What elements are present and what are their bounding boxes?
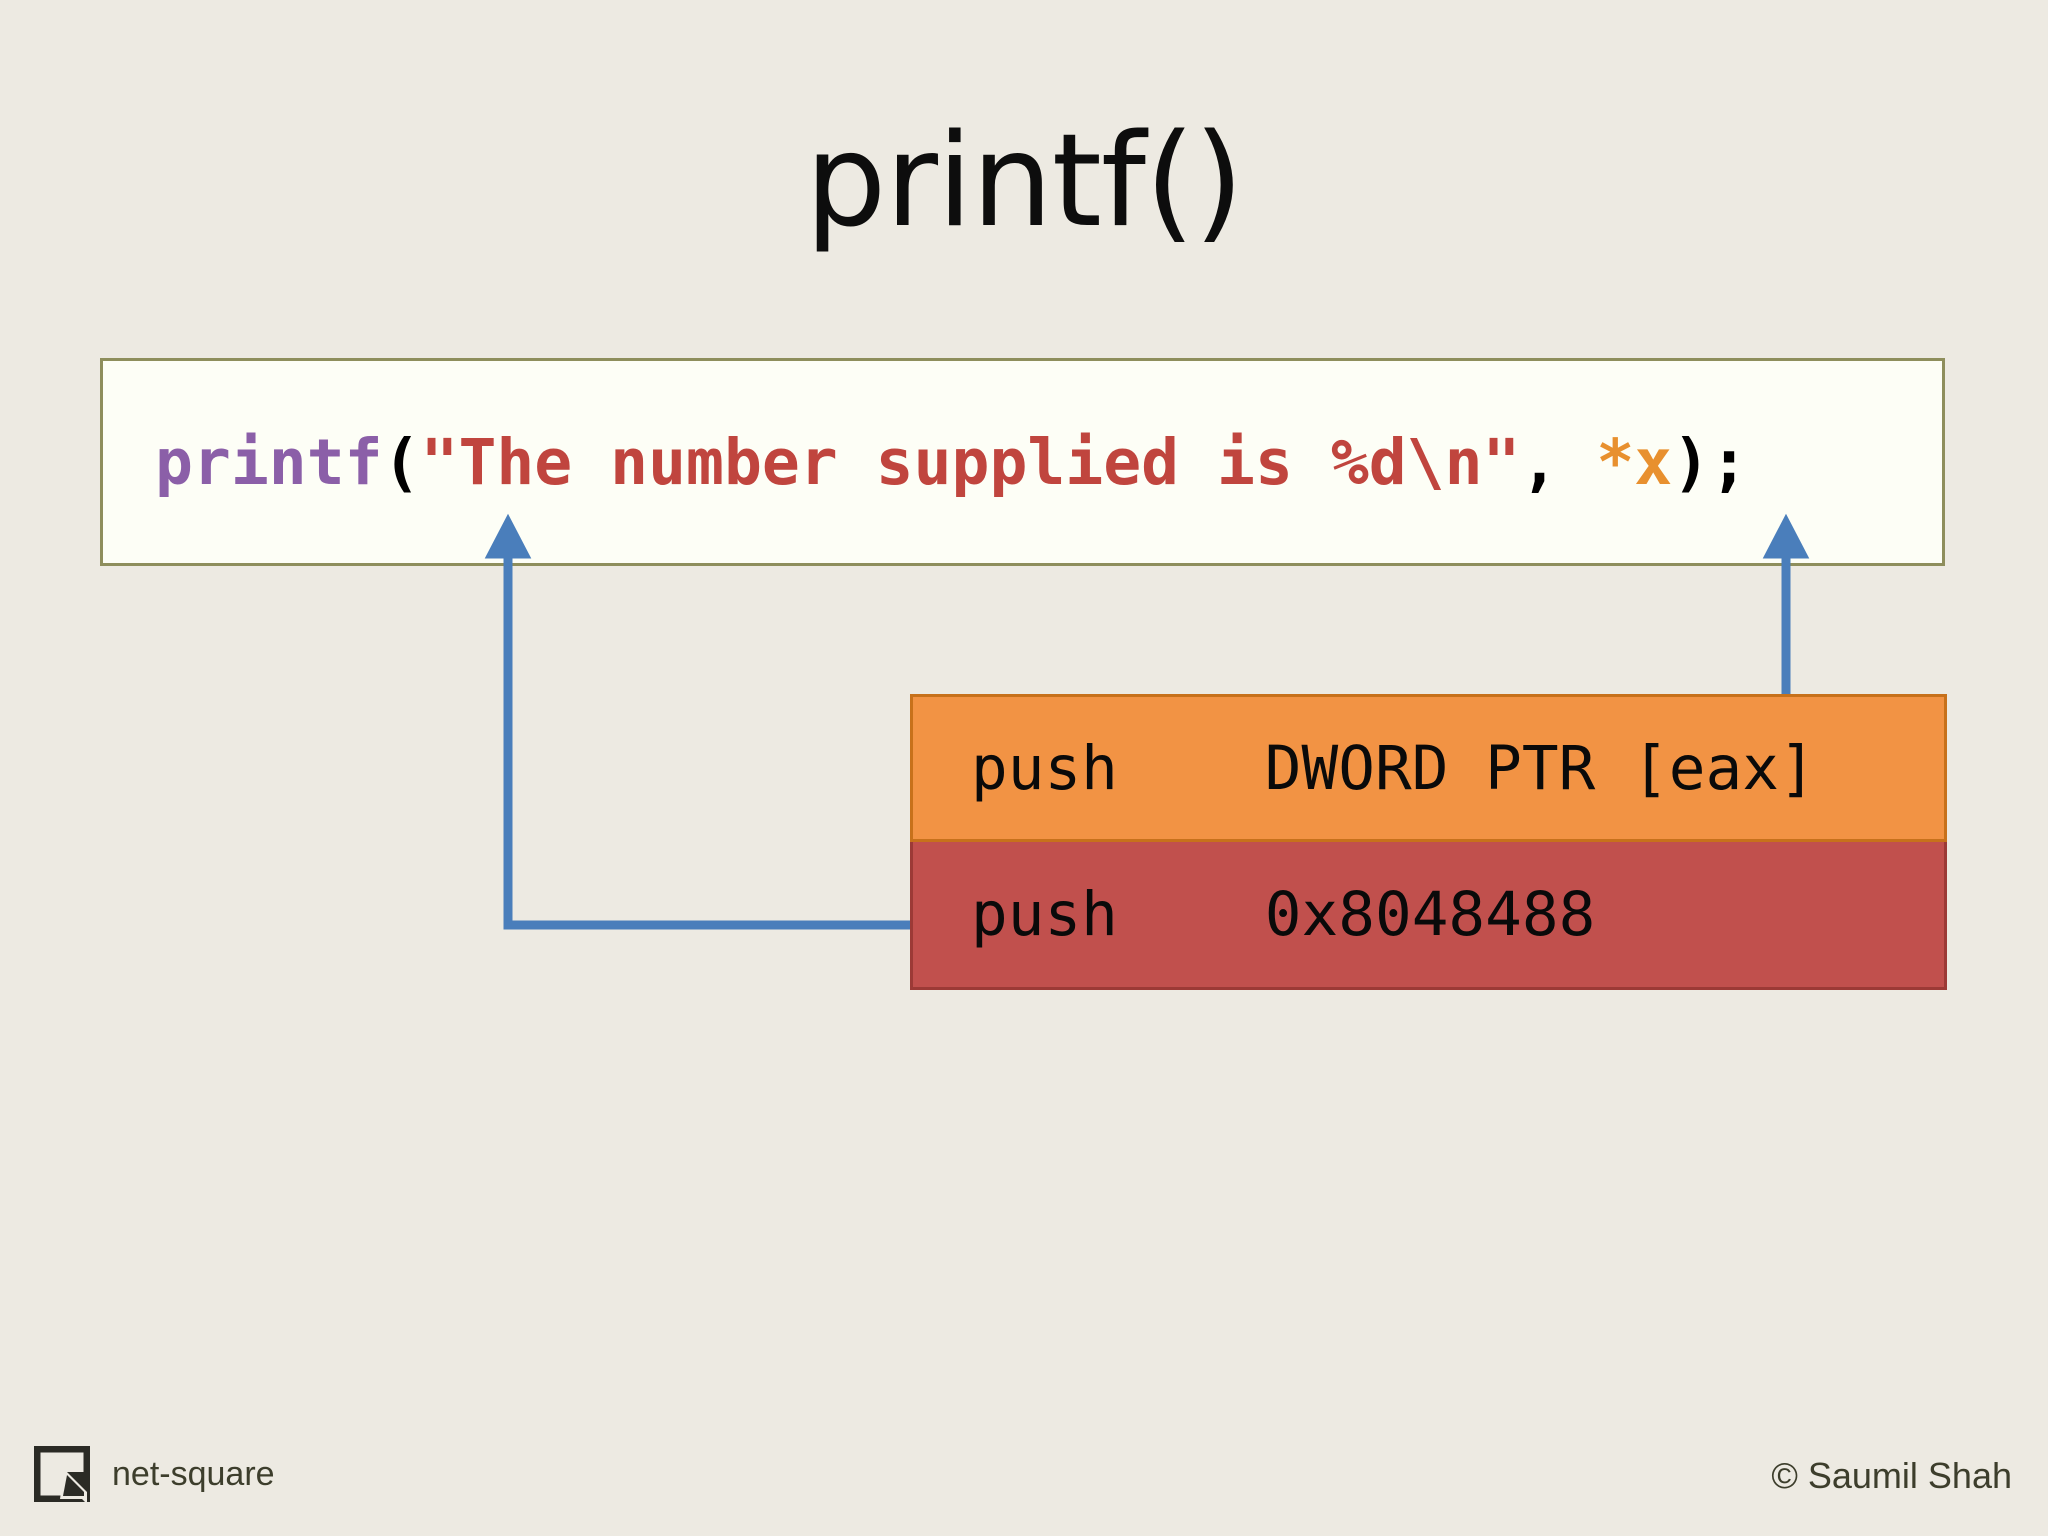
assembly-row-push-address: push 0x8048488 — [910, 842, 1947, 990]
assembly-row-text: push DWORD PTR [eax] — [971, 732, 1816, 804]
code-snippet-box: printf("The number supplied is %d\n", *x… — [100, 358, 1945, 566]
assembly-row-push-dword-ptr-eax: push DWORD PTR [eax] — [910, 694, 1947, 842]
brand-label: net-square — [112, 1455, 275, 1493]
assembly-row-text: push 0x8048488 — [971, 879, 1596, 950]
code-token-comma: , — [1520, 425, 1597, 499]
string-literal-connector-arrow — [484, 513, 910, 930]
assembly-instruction-stack: push DWORD PTR [eax] push 0x8048488 — [910, 694, 1947, 990]
footer-brand: net-square — [34, 1446, 275, 1502]
page-title: printf() — [805, 107, 1244, 256]
code-token-function-name: printf — [155, 425, 383, 499]
code-line: printf("The number supplied is %d\n", *x… — [103, 431, 1748, 494]
net-square-logo-icon — [34, 1446, 90, 1502]
code-token-open-paren: ( — [382, 425, 421, 499]
code-token-close-paren: ); — [1672, 425, 1749, 499]
code-token-pointer-arg: *x — [1596, 425, 1673, 499]
code-token-string-literal: "The number supplied is %d\n" — [420, 425, 1521, 499]
copyright-label: © Saumil Shah — [1771, 1455, 2012, 1496]
